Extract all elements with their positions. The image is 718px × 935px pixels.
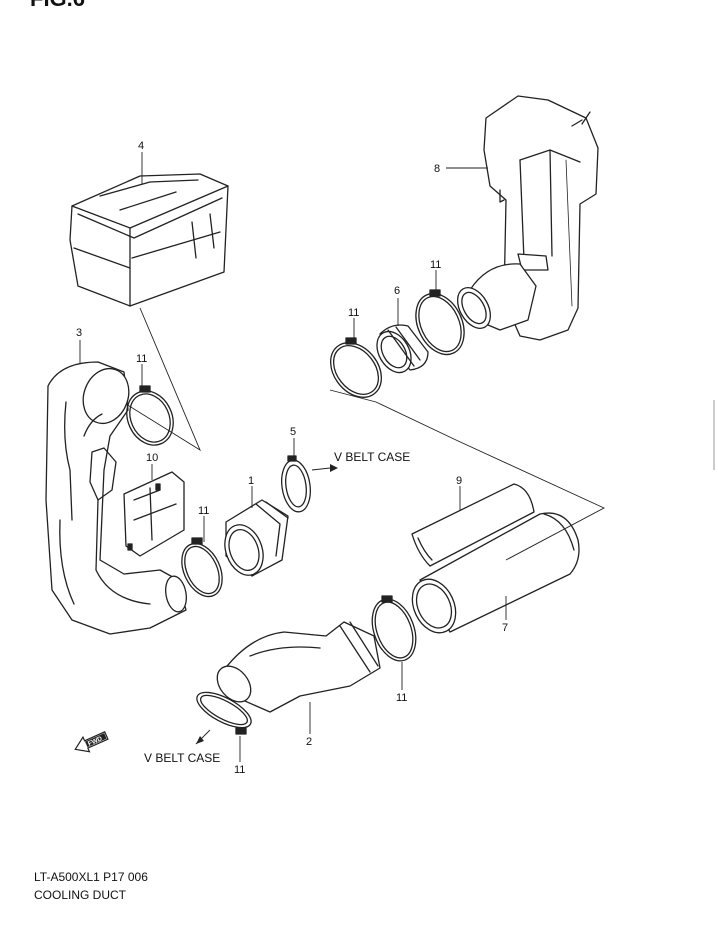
callout-10: 10 xyxy=(146,452,158,464)
callout-4: 4 xyxy=(138,140,144,152)
part-2-lower-duct xyxy=(216,621,381,713)
callout-11-lower: 11 xyxy=(234,764,245,776)
arrow-vbelt-upper xyxy=(311,467,331,471)
part-3-main-duct xyxy=(45,361,187,635)
reference-lines xyxy=(125,307,606,745)
part-9-shield xyxy=(411,483,535,567)
callout-9: 9 xyxy=(456,475,462,487)
figure-title: FIG.6 xyxy=(30,0,85,11)
footer-title: COOLING DUCT xyxy=(34,888,127,902)
part-5-seal xyxy=(281,455,311,513)
footer-code: LT-A500XL1 P17 006 xyxy=(34,870,148,884)
callout-7: 7 xyxy=(502,622,508,634)
callout-5: 5 xyxy=(290,426,296,438)
note-vbelt-upper: V BELT CASE xyxy=(334,450,410,464)
callout-11-middle-left: 11 xyxy=(198,505,209,517)
arrow-head-lower xyxy=(196,736,204,744)
clamp-11-upper-left xyxy=(330,337,382,398)
part-8-upper-duct xyxy=(456,95,599,341)
clamp-11-left-duct xyxy=(126,385,174,446)
clamp-11-lower xyxy=(196,691,252,735)
callout-8: 8 xyxy=(434,163,440,175)
callouts: 4 8 3 11 11 6 11 5 10 1 11 9 7 11 2 11 xyxy=(76,140,508,776)
fwd-arrow-icon: FWD xyxy=(74,731,109,753)
leader-lines xyxy=(79,152,507,762)
callout-11-left: 11 xyxy=(136,353,147,365)
callout-11-middle-right: 11 xyxy=(396,692,407,704)
callout-1: 1 xyxy=(248,475,254,487)
callout-3: 3 xyxy=(76,327,82,339)
part-4-cover xyxy=(69,173,229,307)
callout-2: 2 xyxy=(306,736,312,748)
ref-line-upper-to-tube xyxy=(329,389,606,561)
callout-11-upper-left: 11 xyxy=(348,307,359,319)
clamp-11-middle-left xyxy=(181,537,223,598)
arrow-head-upper xyxy=(330,464,338,472)
footer: LT-A500XL1 P17 006 COOLING DUCT xyxy=(34,868,148,904)
part-10-gasket-plate xyxy=(123,471,185,557)
callout-11-upper-right: 11 xyxy=(430,259,441,271)
callout-6: 6 xyxy=(394,285,400,297)
ref-line-cover-to-duct xyxy=(125,307,201,452)
part-1-coupler xyxy=(224,499,289,577)
fwd-label: FWD xyxy=(87,735,104,748)
part-6-coupler xyxy=(376,324,429,374)
note-vbelt-lower: V BELT CASE xyxy=(144,751,220,765)
clamp-11-middle-right xyxy=(371,595,417,662)
clamp-11-upper-right xyxy=(415,289,465,356)
